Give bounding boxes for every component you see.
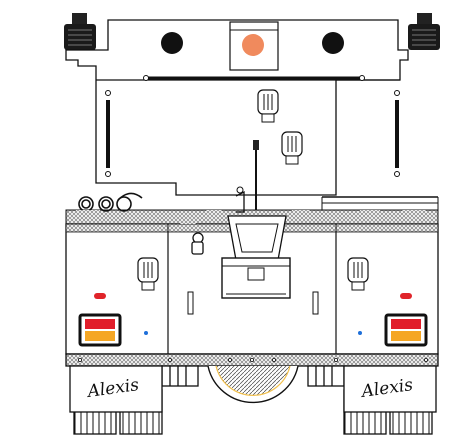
right-grab-handle xyxy=(394,90,400,177)
antenna-pole xyxy=(253,140,259,212)
coiled-hoses xyxy=(78,192,143,212)
left-mudflap: Alexis xyxy=(69,365,163,413)
amber-center-lamp xyxy=(242,34,264,56)
hose-connector-upper xyxy=(257,89,279,123)
left-marker-light xyxy=(94,293,106,299)
left-tail-light xyxy=(78,313,122,347)
padlock-icon xyxy=(191,232,204,255)
left-body-coupler xyxy=(137,257,159,291)
right-round-lamp xyxy=(322,32,344,54)
right-body-coupler xyxy=(347,257,369,291)
right-deck-rail xyxy=(321,196,439,210)
right-beacon-light xyxy=(408,13,440,50)
left-round-lamp xyxy=(161,32,183,54)
cab-rear-panel xyxy=(65,19,409,196)
left-grab-handle xyxy=(105,90,111,177)
right-marker-light xyxy=(400,293,412,299)
right-tail-light xyxy=(384,313,428,347)
right-reflector-dot xyxy=(358,331,362,335)
left-beacon-light xyxy=(64,13,96,50)
right-mudflap: Alexis xyxy=(343,365,437,413)
hose-connector-lower xyxy=(281,131,303,165)
axle-brackets xyxy=(161,365,345,387)
hitch-assembly xyxy=(221,186,291,299)
spare-wheel xyxy=(207,365,299,404)
left-reflector-dot xyxy=(144,331,148,335)
